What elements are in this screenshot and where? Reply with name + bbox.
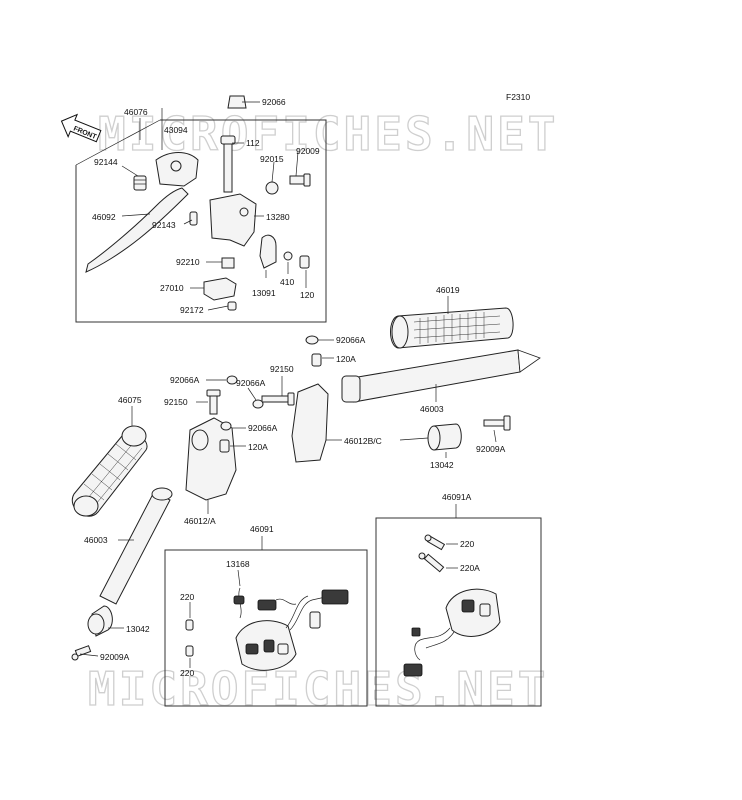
label-92150-l: 92150 — [164, 397, 188, 407]
switch-housing-46091 — [235, 589, 349, 671]
label-220A: 220A — [460, 563, 480, 573]
grip-46019 — [390, 307, 514, 349]
bolt-120 — [299, 255, 310, 269]
cap-92066 — [227, 95, 247, 109]
label-92009A-r: 92009A — [476, 444, 506, 454]
figure-code: F2310 — [506, 92, 530, 102]
label-92066A-l: 92066A — [170, 375, 200, 385]
washer-92066A-right — [305, 335, 319, 345]
label-92066: 92066 — [262, 97, 286, 107]
label-120A-b: 120A — [248, 442, 268, 452]
bolt-92150-left — [206, 389, 221, 415]
label-92009: 92009 — [296, 146, 320, 156]
switch-box-46091 — [164, 549, 368, 707]
label-46091A: 46091A — [442, 492, 472, 502]
screw-220-right — [424, 534, 446, 551]
label-92143: 92143 — [152, 220, 176, 230]
label-46012BC: 46012B/C — [344, 436, 382, 446]
label-220-l1: 220 — [180, 592, 194, 602]
label-92066A-m: 92066A — [236, 378, 266, 388]
wire-13168 — [233, 587, 245, 619]
grip-46075 — [71, 425, 148, 517]
label-43094: 43094 — [164, 125, 188, 135]
screw-220-left-2 — [185, 645, 194, 657]
switch-housing-46091A — [403, 588, 501, 677]
label-13168: 13168 — [226, 559, 250, 569]
label-46003-l: 46003 — [84, 535, 108, 545]
label-120A-r: 120A — [336, 354, 356, 364]
label-92066A-b: 92066A — [248, 423, 278, 433]
switch-27010 — [203, 277, 237, 301]
screw-92009A-right — [483, 415, 511, 431]
label-92009A-l: 92009A — [100, 652, 130, 662]
label-220-r: 220 — [460, 539, 474, 549]
screw-92009 — [289, 173, 311, 187]
throttle-tube-46003-right — [341, 349, 541, 403]
housing-46012BC — [291, 383, 329, 463]
screw-220A — [418, 552, 445, 573]
label-92015: 92015 — [260, 154, 284, 164]
label-46019: 46019 — [436, 285, 460, 295]
throttle-tube-46003-left — [99, 487, 173, 605]
clamp-13091 — [259, 234, 277, 269]
label-92066A-r: 92066A — [336, 335, 366, 345]
bolt-120A-left — [219, 439, 230, 453]
label-13091: 13091 — [252, 288, 276, 298]
label-27010: 27010 — [160, 283, 184, 293]
label-120: 120 — [300, 290, 314, 300]
screw-92172 — [227, 301, 237, 311]
clutch-lever-46092 — [85, 187, 189, 273]
label-92150-r: 92150 — [270, 364, 294, 374]
label-92210: 92210 — [176, 257, 200, 267]
washer-92066A-mid — [252, 399, 264, 409]
switch-box-46091A — [375, 517, 542, 707]
label-13042-l: 13042 — [126, 624, 150, 634]
label-92144: 92144 — [94, 157, 118, 167]
washer-410 — [283, 251, 293, 261]
bolt-120A-right — [311, 353, 322, 367]
label-13280: 13280 — [266, 212, 290, 222]
nut-92210 — [221, 257, 235, 269]
front-arrow-icon: FRONT — [60, 113, 102, 143]
bolt-112 — [220, 135, 236, 193]
label-46092: 46092 — [92, 212, 116, 222]
housing-46012A — [185, 417, 237, 501]
spring-92144 — [133, 175, 147, 191]
label-46003-r: 46003 — [420, 404, 444, 414]
weight-13042-left — [87, 605, 113, 637]
nut-92015 — [265, 181, 279, 195]
label-46076: 46076 — [124, 107, 148, 117]
label-220-l2: 220 — [180, 668, 194, 678]
label-410: 410 — [280, 277, 294, 287]
pin-92143 — [189, 211, 198, 226]
clutch-lever-box — [75, 119, 327, 323]
label-112: 112 — [246, 138, 260, 148]
label-92172: 92172 — [180, 305, 204, 315]
bolt-92150-right — [261, 392, 295, 406]
screw-220-left-1 — [185, 619, 194, 631]
screw-92009A-left — [71, 645, 92, 661]
label-46012A: 46012/A — [184, 516, 216, 526]
washer-92066A-left — [226, 375, 238, 385]
weight-13042-right — [399, 423, 462, 451]
watermark-bottom: MICROFICHES.NET — [88, 662, 548, 716]
washer-92066A-bottom — [220, 421, 232, 431]
label-13042-r: 13042 — [430, 460, 454, 470]
label-46075: 46075 — [118, 395, 142, 405]
bracket-13280 — [209, 193, 257, 247]
label-46091: 46091 — [250, 524, 274, 534]
